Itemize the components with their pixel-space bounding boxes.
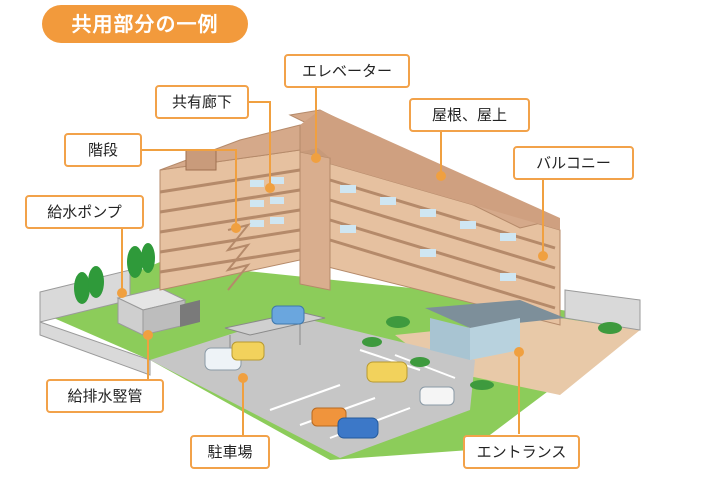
trees	[74, 243, 155, 304]
building-right-wing	[288, 109, 561, 326]
label-stairs: 階段	[64, 133, 142, 167]
label-corridor: 共有廊下	[155, 85, 249, 119]
label-elevator: エレベーター	[284, 54, 410, 88]
elevator-tower	[299, 148, 331, 291]
label-parking: 駐車場	[190, 435, 270, 469]
diagram-title: 共用部分の一例	[42, 5, 248, 43]
label-entrance: エントランス	[463, 435, 580, 469]
rooftop-box	[185, 149, 217, 171]
leader-dots	[117, 153, 548, 383]
entrance-canopy	[425, 300, 565, 360]
label-pump: 給水ポンプ	[25, 195, 144, 229]
label-balcony: バルコニー	[513, 146, 634, 180]
leader-lines	[121, 86, 544, 437]
hedges	[362, 316, 622, 390]
label-pipes: 給排水竪管	[46, 379, 164, 413]
label-roof: 屋根、屋上	[409, 98, 530, 132]
fence-right	[564, 289, 641, 331]
staircase	[225, 223, 251, 291]
cars	[204, 305, 455, 439]
pump-unit	[116, 287, 200, 336]
